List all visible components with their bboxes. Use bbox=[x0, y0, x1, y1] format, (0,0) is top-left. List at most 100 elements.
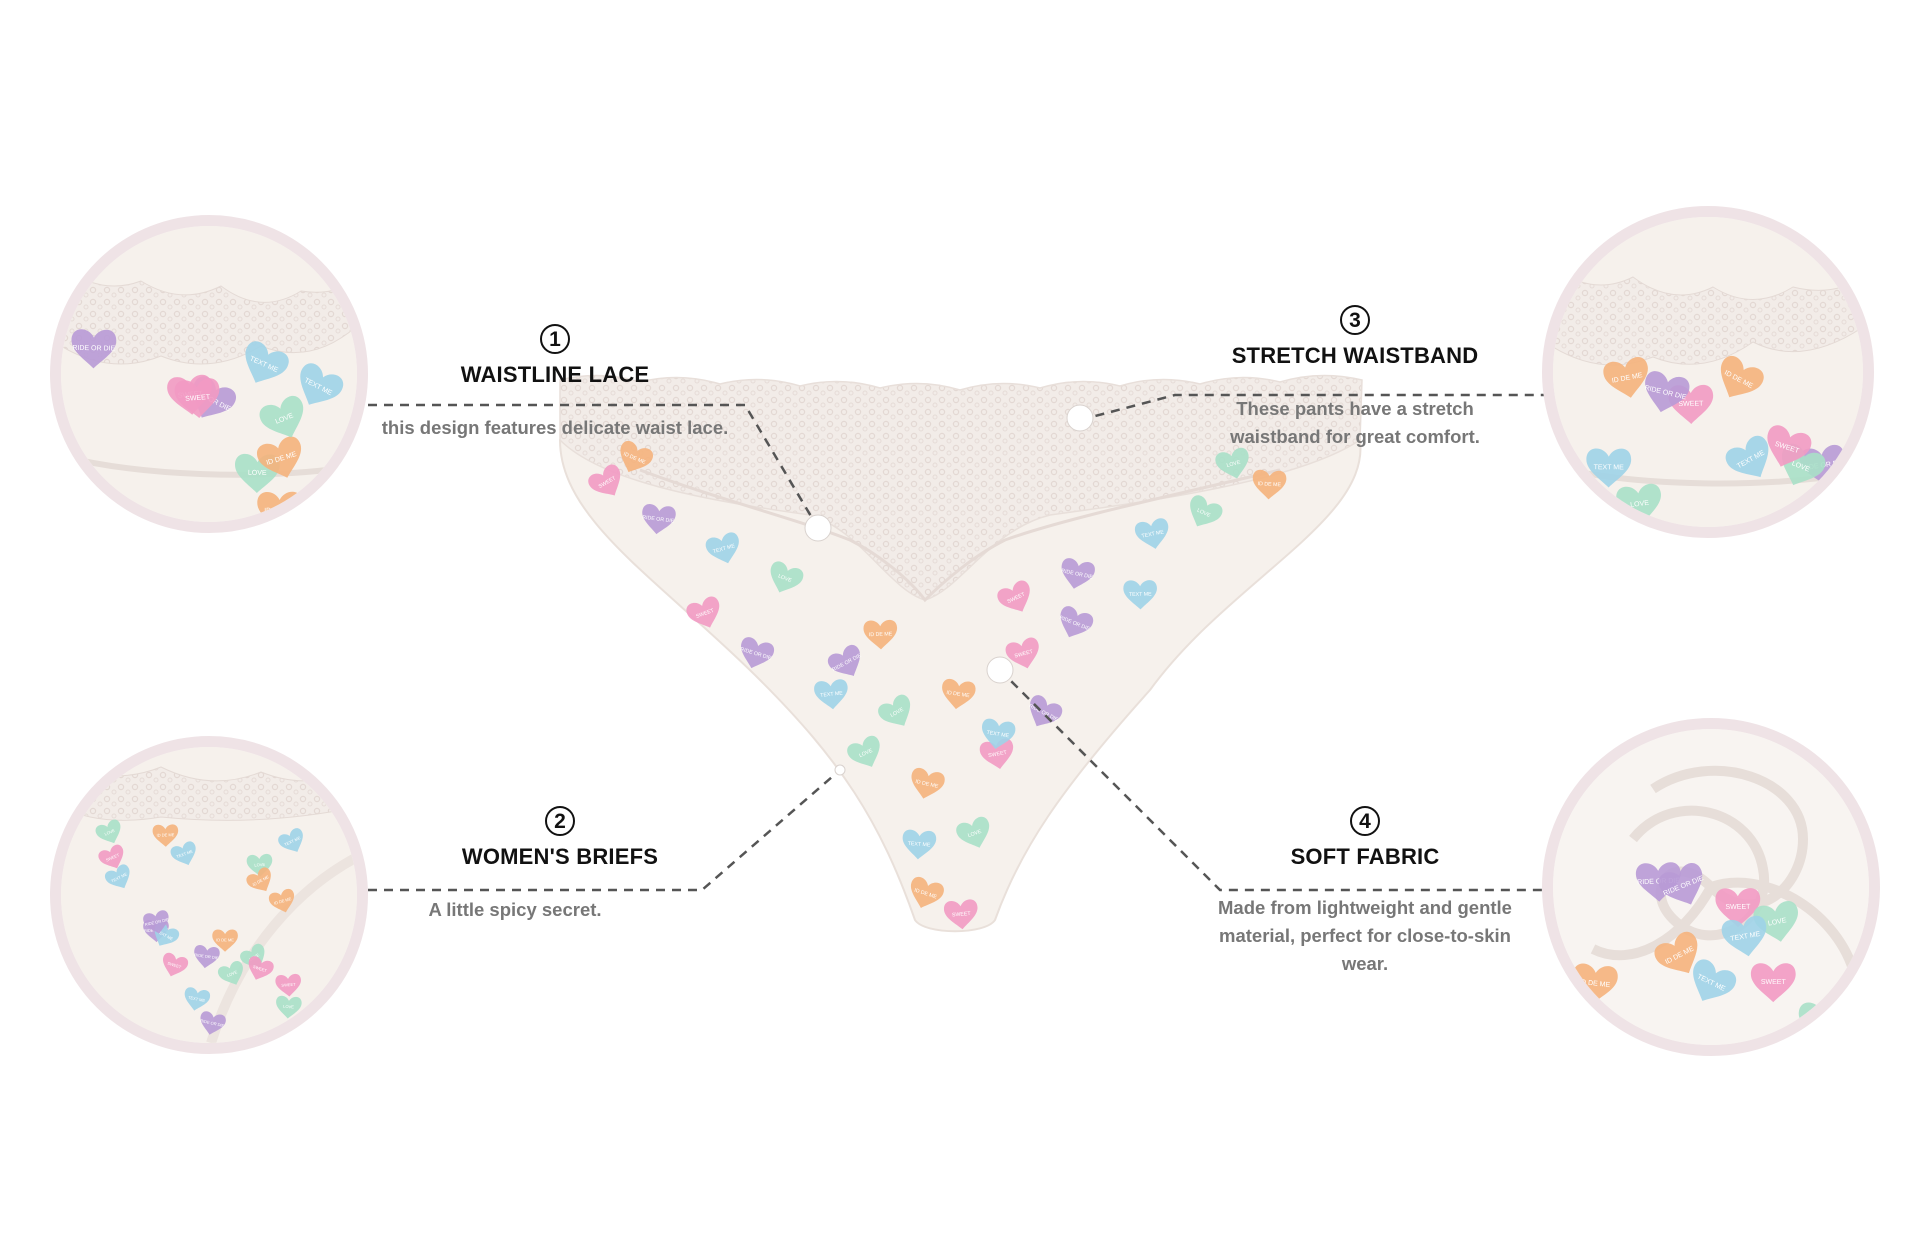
candy-heart: ID DE ME bbox=[910, 876, 944, 908]
hotspot-waistline-lace[interactable] bbox=[804, 514, 832, 542]
candy-heart: ID DE ME bbox=[1720, 355, 1764, 398]
candy-heart: RIDE OR DIE bbox=[827, 644, 863, 676]
candy-heart: SWEET bbox=[174, 378, 220, 418]
candy-heart: ID DE ME bbox=[1654, 931, 1698, 974]
candy-heart-text: SWEET bbox=[252, 964, 268, 974]
candy-heart-text: LOVE bbox=[254, 862, 265, 868]
candy-heart: ID DE ME bbox=[152, 824, 179, 847]
candy-heart-text: TEXT ME bbox=[986, 730, 1010, 740]
candy-heart-text: RIDE OR DIE bbox=[200, 1018, 225, 1028]
candy-heart-text: SWEET bbox=[1678, 401, 1704, 408]
candy-heart-text: RIDE OR DIE bbox=[642, 515, 675, 525]
candy-heart-text: SWEET bbox=[1014, 649, 1034, 660]
callout-waistline-lace: 1 WAISTLINE LACE this design features de… bbox=[380, 324, 730, 442]
candy-heart: ID DE ME bbox=[246, 867, 271, 892]
callout-title: WOMEN'S BRIEFS bbox=[461, 844, 659, 869]
candy-heart-text: TEXT ME bbox=[1594, 464, 1625, 471]
candy-heart: TEXT ME bbox=[170, 841, 196, 866]
callout-title: SOFT FABRIC bbox=[1290, 844, 1440, 869]
connector-womens-briefs bbox=[368, 769, 841, 892]
candy-heart: TEXT ME bbox=[982, 718, 1016, 750]
candy-heart: LOVE bbox=[276, 995, 302, 1019]
candy-heart-text: LOVE bbox=[1767, 917, 1787, 927]
candy-heart: RIDE OR DIE bbox=[1058, 606, 1094, 638]
candy-heart-text: LOVE bbox=[1196, 507, 1212, 519]
candy-heart: LOVE bbox=[847, 735, 880, 767]
candy-heart: SWEET bbox=[1767, 425, 1812, 467]
candy-heart: TEXT ME bbox=[1123, 580, 1157, 610]
candy-heart: LOVE bbox=[95, 819, 121, 844]
candy-heart-text: SWEET bbox=[167, 961, 183, 970]
candy-heart: LOVE bbox=[770, 561, 804, 593]
candy-heart: ID DE ME bbox=[620, 440, 654, 473]
candy-heart: ID DE ME bbox=[256, 436, 302, 478]
candy-heart-text: RIDE OR DIE bbox=[144, 917, 169, 927]
candy-heart: ID DE ME bbox=[911, 768, 945, 799]
candy-heart: SWEET bbox=[997, 580, 1030, 612]
candy-heart-text: SWEET bbox=[185, 394, 211, 403]
callout-number: 4 bbox=[1350, 806, 1380, 836]
candy-heart: SWEET bbox=[943, 899, 978, 930]
candy-heart: RIDE OR DIE bbox=[194, 945, 220, 969]
connector-soft-fabric bbox=[999, 669, 1548, 892]
candy-heart-text: ID DE ME bbox=[869, 631, 893, 638]
candy-heart: RIDE OR DIE bbox=[71, 329, 117, 369]
candy-heart: TEXT ME bbox=[300, 363, 344, 405]
candy-heart-text: SWEET bbox=[988, 750, 1008, 759]
candy-heart: TEXT ME bbox=[902, 829, 937, 860]
callout-stretch-waistband: 3 STRETCH WAISTBAND These pants have a s… bbox=[1205, 305, 1505, 451]
candy-heart-text: RIDE OR DIE bbox=[194, 952, 219, 960]
candy-heart: ID DE ME bbox=[1252, 469, 1287, 500]
candy-heart-text: ID DE ME bbox=[273, 896, 292, 906]
connector-waistline-lace bbox=[368, 403, 820, 529]
candy-heart: TEXT ME bbox=[1721, 915, 1767, 957]
candy-heart: LOVE bbox=[259, 395, 304, 438]
candy-heart-text: ID DE ME bbox=[1579, 979, 1611, 989]
connector-stretch-waistband bbox=[1079, 393, 1548, 422]
callout-number: 3 bbox=[1340, 305, 1370, 335]
candy-heart: RIDE OR DIE bbox=[200, 1011, 226, 1035]
candy-heart: SWEET bbox=[248, 956, 274, 980]
candy-heart-text: RIDE OR DIE bbox=[72, 345, 115, 353]
candy-heart: LOVE bbox=[1616, 483, 1661, 524]
candy-heart: SWEET bbox=[588, 464, 621, 496]
candy-heart-text: LOVE bbox=[1226, 460, 1242, 469]
candy-heart: RIDE OR DIE bbox=[739, 637, 775, 669]
candy-heart: TEXT ME bbox=[278, 828, 303, 852]
candy-heart: SWEET bbox=[686, 596, 720, 628]
callout-title: STRETCH WAISTBAND bbox=[1231, 343, 1479, 368]
candy-heart-text: ID DE ME bbox=[915, 779, 940, 790]
hotspot-stretch-waistband[interactable] bbox=[1066, 404, 1094, 432]
candy-heart: SWEET bbox=[1715, 888, 1761, 928]
candy-heart-text: LOVE bbox=[1630, 500, 1650, 509]
candy-heart: RIDE OR DIE bbox=[1061, 558, 1095, 589]
candy-heart: TEXT ME bbox=[1134, 518, 1169, 549]
candy-heart: TEXT ME bbox=[814, 679, 848, 710]
candy-heart: RIDE OR DIE bbox=[1028, 695, 1063, 727]
candy-heart: SWEET bbox=[979, 738, 1014, 769]
candy-heart: TEXT ME bbox=[104, 864, 130, 889]
candy-heart-text: SWEET bbox=[952, 911, 972, 919]
candy-heart: LOVE bbox=[878, 694, 911, 726]
candy-heart-text: TEXT ME bbox=[1129, 592, 1152, 598]
candy-heart: SWEET bbox=[163, 952, 189, 977]
candy-heart: ID DE ME bbox=[1603, 357, 1648, 398]
hotspot-soft-fabric[interactable] bbox=[986, 656, 1014, 684]
hotspot-womens-briefs[interactable] bbox=[834, 764, 846, 776]
candy-heart: TEXT ME bbox=[245, 341, 289, 383]
candy-heart-text: LOVE bbox=[858, 748, 874, 759]
callout-number: 2 bbox=[545, 806, 575, 836]
candy-heart-text: TEXT ME bbox=[188, 995, 206, 1003]
candy-heart: RIDE OR DIE bbox=[143, 910, 170, 934]
candy-heart: SWEET bbox=[98, 844, 124, 869]
candy-heart: ID DE ME bbox=[268, 888, 295, 913]
candy-heart: SWEET bbox=[1005, 637, 1039, 669]
callout-description: this design features delicate waist lace… bbox=[381, 417, 729, 438]
